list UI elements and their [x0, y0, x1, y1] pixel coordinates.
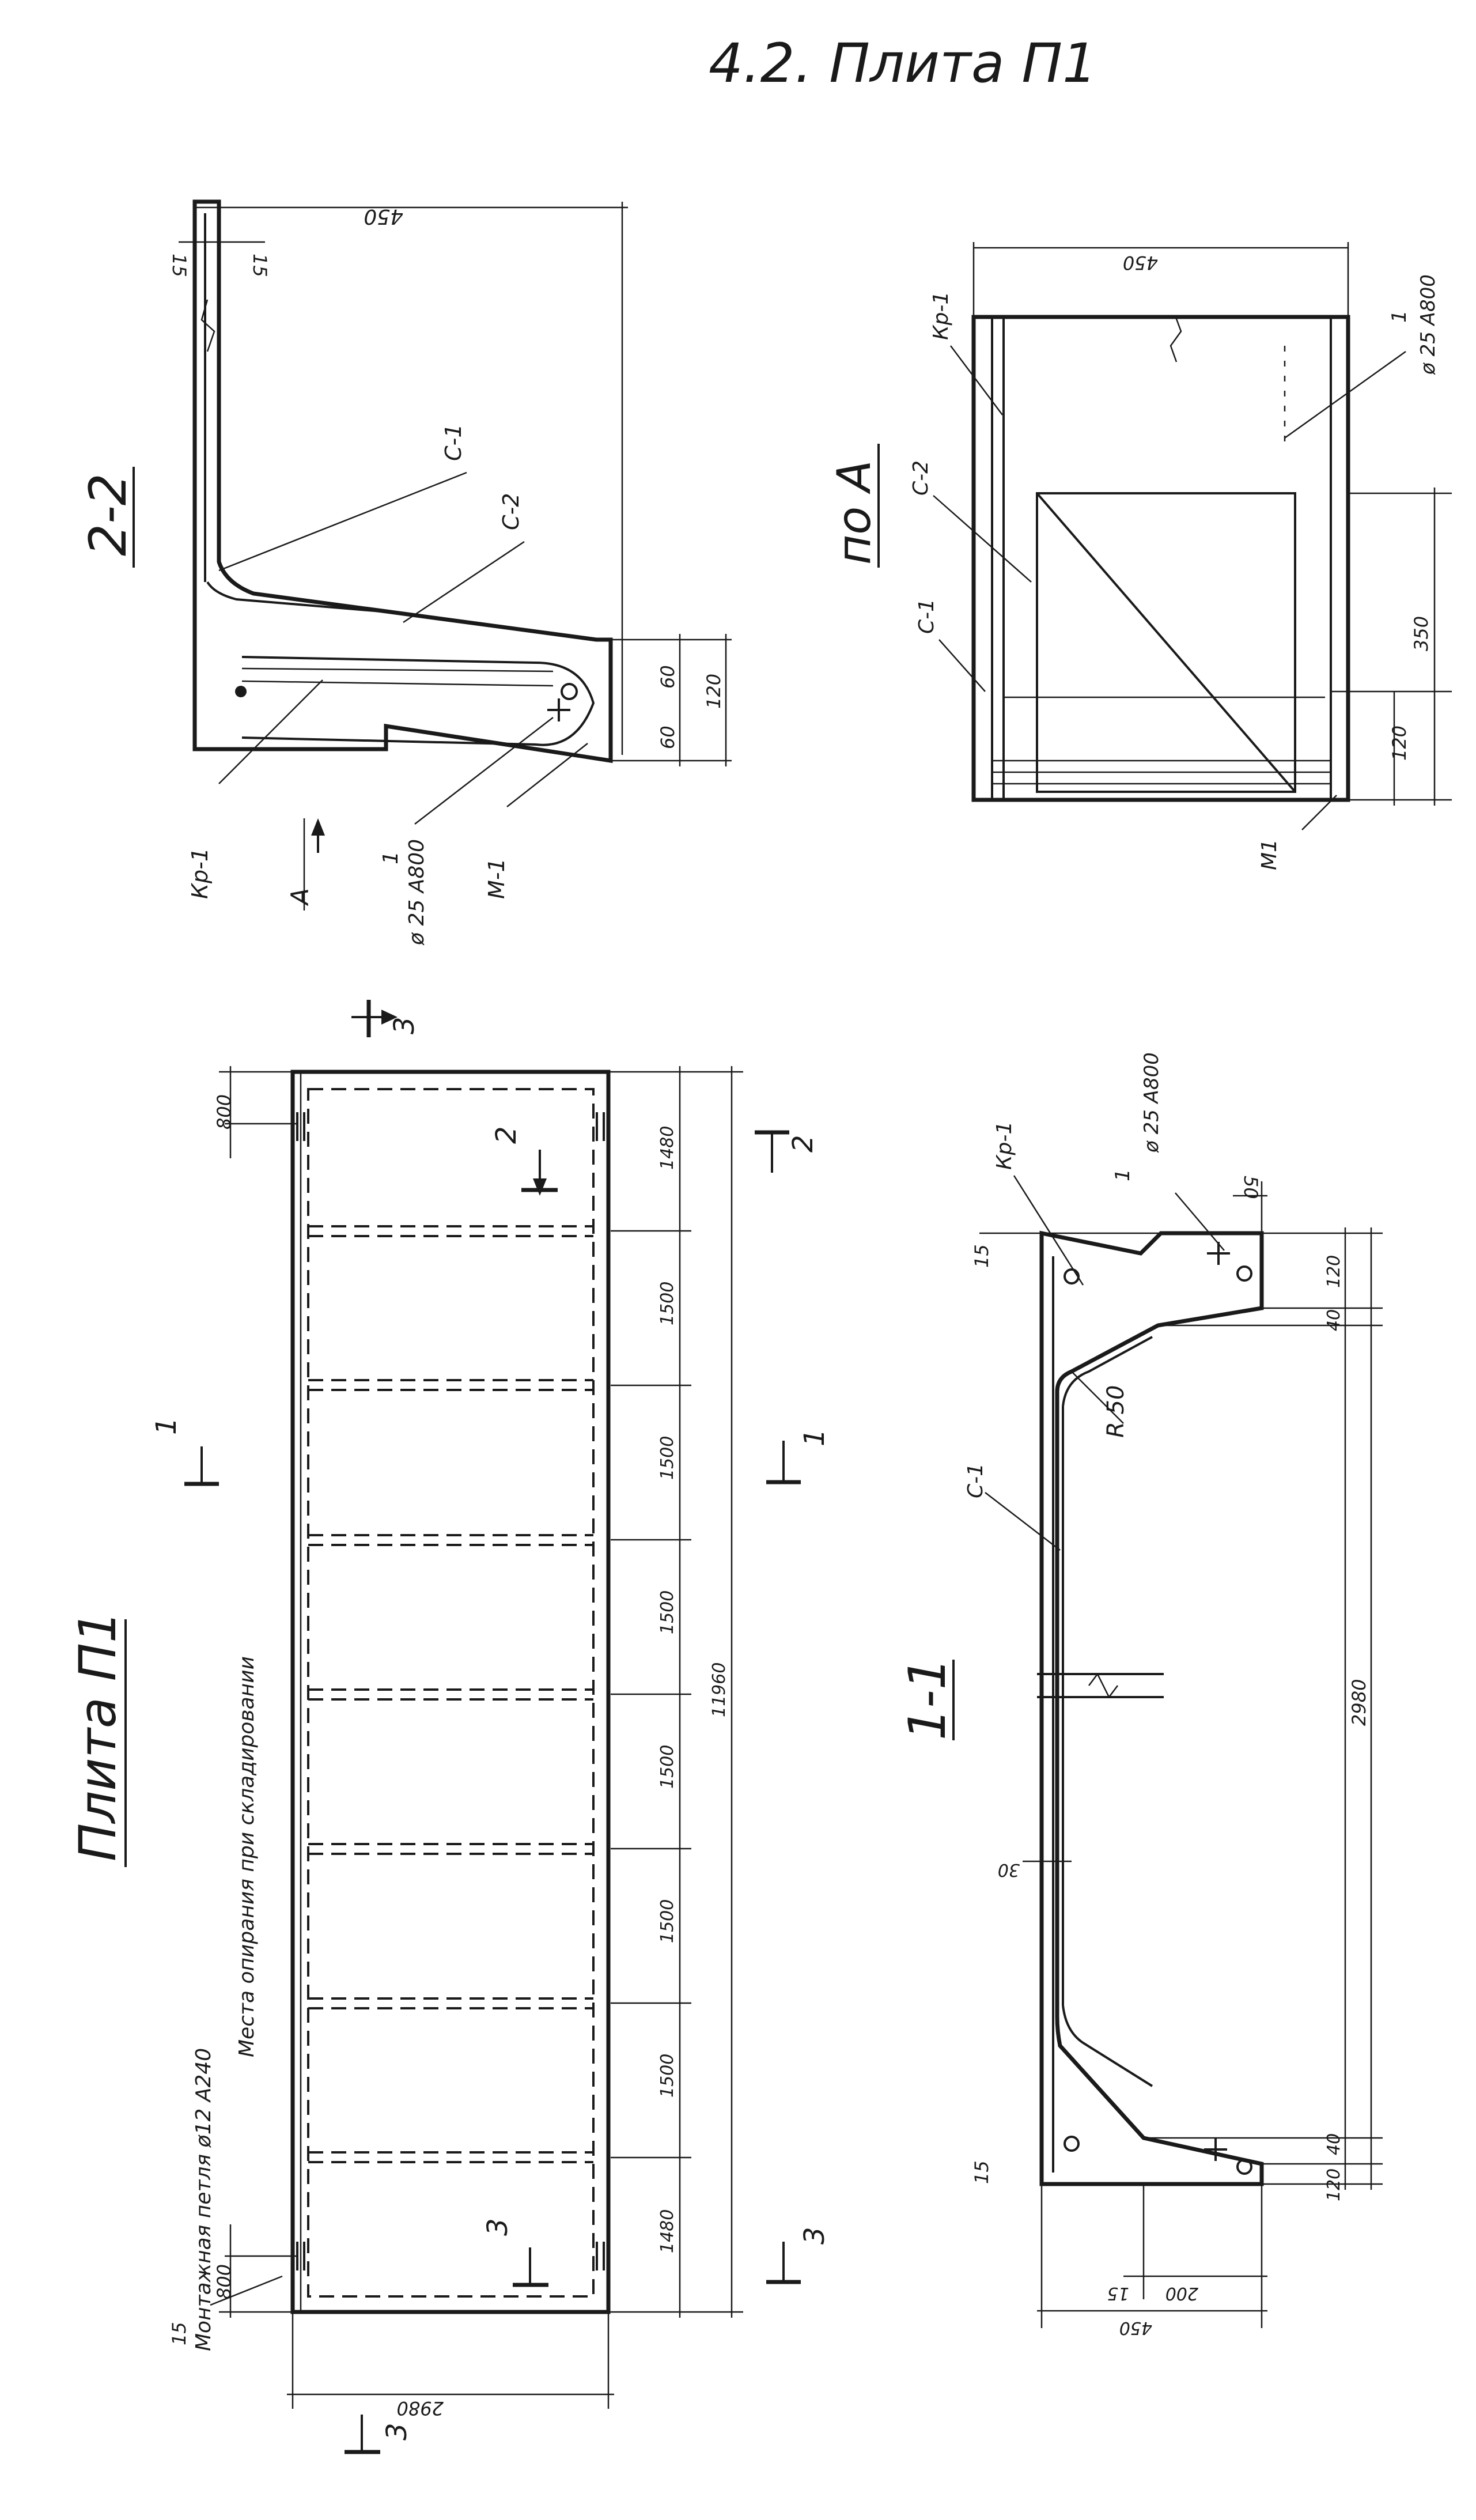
- plan-dim-width: 2980: [397, 2397, 444, 2419]
- bar-2-2-spec: ø 25 A800: [405, 839, 429, 946]
- section-1-1: 1-1 15 50 120 40 2980 4: [898, 1052, 1383, 2338]
- plan-seg-6: 1500: [657, 1899, 678, 1943]
- label-view-a-kr1: Кр-1: [929, 292, 953, 340]
- plan-view: Плита П1 Монтажная петля ø12 A240 Места …: [68, 1000, 831, 2454]
- bar-2-2-number: 1: [379, 851, 403, 864]
- sheet-title: 4.2. Плита П1: [709, 32, 1097, 95]
- plan-seg-1: 1480: [657, 1126, 678, 1170]
- dim-1-1-2980: 2980: [1348, 1679, 1370, 1726]
- bar-view-a-number: 1: [1388, 310, 1411, 323]
- plan-dim-800-top: 800: [213, 1094, 235, 1129]
- dim-1-1-50: 50: [1240, 1176, 1262, 1199]
- section-2-2: 2-2 450 15 15 60 60 120 С-1 С: [78, 199, 732, 946]
- dim-2-2-15a: 15: [168, 254, 190, 277]
- plan-seg-4: 1500: [657, 1590, 678, 1634]
- plan-storage-note: Места опирания при складировании: [235, 1656, 259, 2057]
- section-2-2-title: 2-2: [78, 473, 138, 556]
- plan-seg-5: 1500: [657, 1745, 678, 1789]
- plan-segment-dims: 1480 1500 1500 1500 1500 1500 1500 1480 …: [657, 1126, 729, 2253]
- section-1-1-outline: [1039, 1230, 1264, 2186]
- plan-dim-length: 11960: [709, 1663, 729, 1717]
- dim-1-1-30: 30: [998, 1860, 1020, 1880]
- plan-outline: [290, 1070, 611, 2314]
- label-1-1-c1: С-1: [964, 1463, 987, 1498]
- label-2-2-kr1: Кр-1: [187, 848, 213, 899]
- plan-label-15: 15: [168, 2322, 190, 2345]
- plan-mark-3c: 3: [798, 2227, 831, 2245]
- dim-2-2-15b: 15: [249, 254, 271, 277]
- label-view-a-c2: С-2: [909, 460, 933, 496]
- plan-ribs: [308, 1225, 593, 2163]
- label-2-2-m1: М-1: [484, 858, 509, 899]
- dim-view-a-450: 450: [1123, 252, 1158, 274]
- dim-2-2-60a: 60: [657, 665, 679, 689]
- plan-seg-2: 1500: [657, 1282, 678, 1325]
- label-2-2-c1: С-1: [441, 424, 466, 461]
- dim-2-2-120: 120: [703, 674, 725, 709]
- plan-mark-2b: 2: [787, 1135, 819, 1153]
- label-view-a-m1: М1: [1258, 839, 1281, 870]
- dim-1-1-40-top: 40: [1324, 1309, 1344, 1331]
- view-a-outline: [971, 315, 1350, 802]
- plan-seg-7: 1500: [657, 2054, 678, 2098]
- dim-1-1-15-left: 15: [971, 2160, 993, 2184]
- dim-2-2-450: 450: [364, 205, 403, 228]
- plan-mark-3a: 3: [388, 1017, 421, 1034]
- plan-seg-3: 1500: [657, 1436, 678, 1480]
- plan-section-marks: 3 2 2 1 1 3 3 3: [150, 1000, 831, 2454]
- dim-1-1-15-top: 15: [971, 1244, 993, 1268]
- plan-mark-1a: 1: [150, 1417, 183, 1435]
- plan-mark-3d: 3: [381, 2423, 413, 2440]
- plan-title: Плита П1: [68, 1611, 127, 1861]
- plan-mark-1b: 1: [798, 1429, 831, 1446]
- view-a: по А 450 350 120 Кр-1 С-2 С-1: [827, 242, 1452, 870]
- label-view-a-c1: С-1: [915, 599, 938, 634]
- dim-1-1-15-bottom: 15: [1107, 2283, 1129, 2303]
- dim-2-2-60b: 60: [657, 726, 679, 749]
- plan-mark-3b: 3: [482, 2218, 514, 2236]
- dim-view-a-120: 120: [1388, 726, 1410, 761]
- dim-1-1-120-top: 120: [1324, 1255, 1344, 1288]
- dim-view-a-350: 350: [1410, 616, 1432, 651]
- dim-1-1-40-bottom: 40: [1324, 2133, 1344, 2155]
- dim-1-1-450: 450: [1119, 2318, 1152, 2338]
- plan-mark-2a: 2: [490, 1126, 523, 1144]
- dim-1-1-120-bottom: 120: [1324, 2168, 1344, 2201]
- bar-view-a-spec: ø 25 A800: [1417, 274, 1440, 375]
- bar-1-1-spec: ø 25 A800: [1140, 1052, 1163, 1153]
- plan-dim-800-bottom: 800: [213, 2264, 235, 2299]
- bar-1-1-number: 1: [1111, 1169, 1134, 1181]
- dim-1-1-200: 200: [1165, 2283, 1198, 2303]
- label-2-2-c2: С-2: [498, 493, 524, 530]
- label-1-1-r50: R 50: [1103, 1385, 1129, 1438]
- view-a-arrow-label: A: [286, 888, 314, 906]
- section-1-1-title: 1-1: [898, 1657, 957, 1740]
- plan-seg-8: 1480: [657, 2209, 678, 2253]
- label-1-1-kr1: Кр-1: [993, 1121, 1016, 1170]
- view-a-title: по А: [827, 460, 881, 565]
- section-2-2-outline: [192, 199, 613, 764]
- lifting-loop-marks: [296, 1112, 605, 2270]
- plan-loop-note: Монтажная петля ø12 A240: [192, 2048, 215, 2351]
